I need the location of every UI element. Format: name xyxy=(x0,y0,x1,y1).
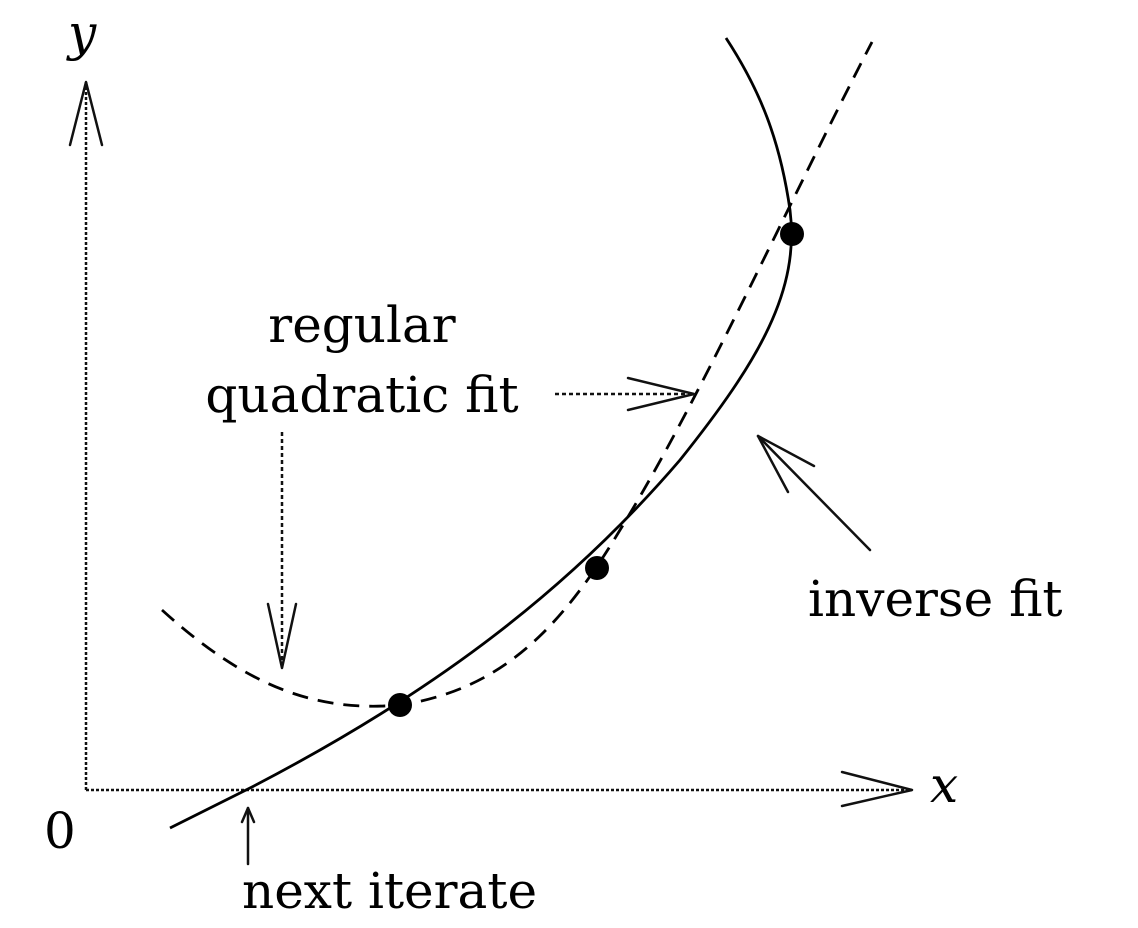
y-axis-arrowhead xyxy=(68,80,104,147)
origin-label: 0 xyxy=(44,802,76,860)
regular-label-line2: quadratic fit xyxy=(205,366,518,424)
regular-fit-pointer-down-head xyxy=(266,602,298,670)
next-iterate-pointer-head xyxy=(240,806,256,824)
data-point-1 xyxy=(388,693,412,717)
data-point-3 xyxy=(780,222,804,246)
next-iterate-label: next iterate xyxy=(242,862,537,920)
x-axis-arrowhead xyxy=(840,770,914,808)
inverse-fit-pointer-head xyxy=(756,434,816,494)
inverse-fit-curve xyxy=(169,37,793,830)
regular-quadratic-fit-curve xyxy=(161,41,874,708)
regular-fit-pointer-right-head xyxy=(626,376,696,412)
inverse-fit-label: inverse fit xyxy=(808,570,1063,628)
regular-label-line1: regular xyxy=(268,296,456,354)
y-axis-label: y xyxy=(66,4,97,62)
x-axis-label: x xyxy=(930,756,958,814)
inverse-fit-pointer xyxy=(756,434,872,552)
data-point-2 xyxy=(585,556,609,580)
